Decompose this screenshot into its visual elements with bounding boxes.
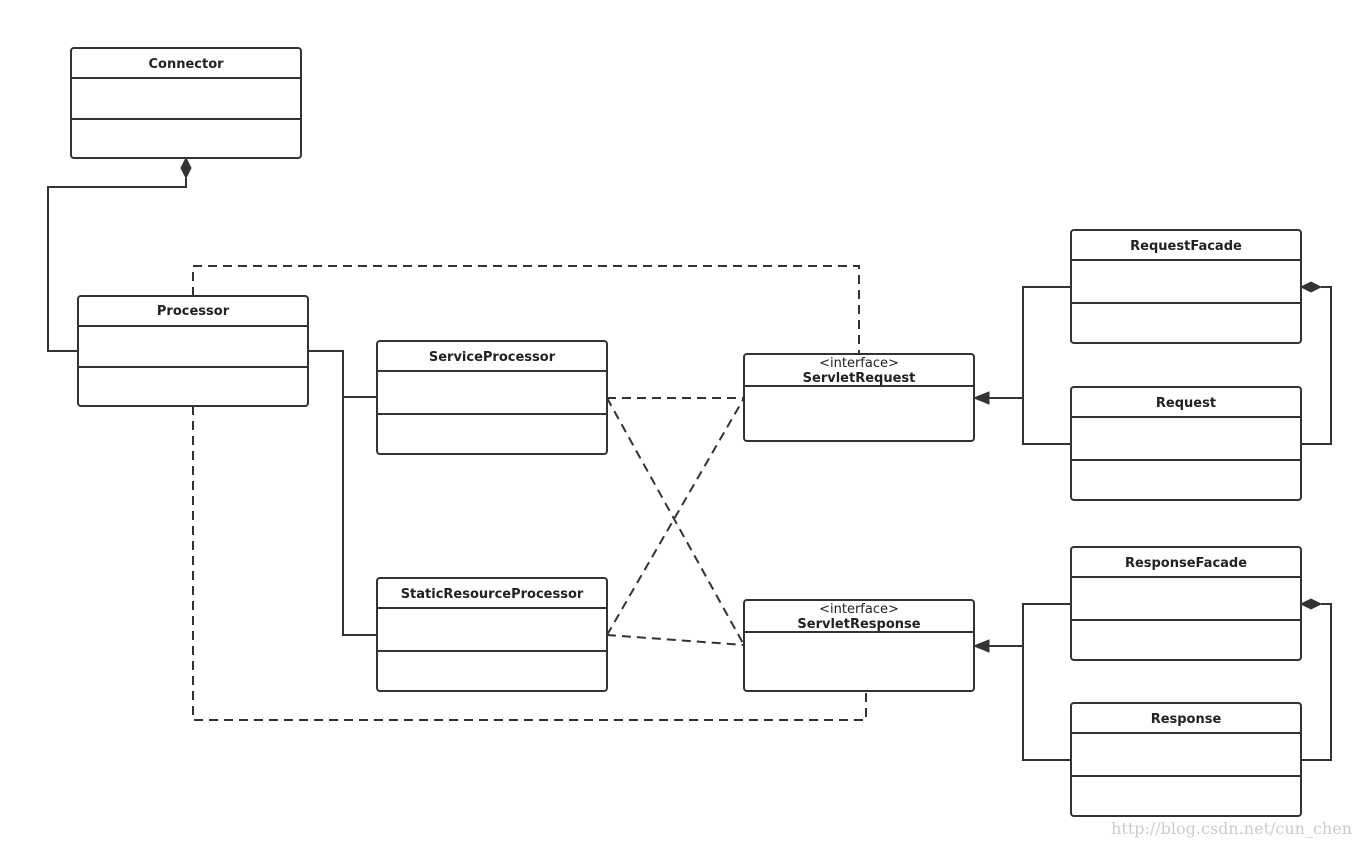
composition-connector-processor	[47, 178, 187, 352]
association-processor-staticresourceprocessor	[342, 397, 377, 636]
interface-servletrequest-stereotype: <interface>	[819, 356, 899, 371]
class-responsefacade[interactable]: ResponseFacade	[1070, 546, 1302, 661]
class-processor[interactable]: Processor	[77, 295, 309, 407]
dependency-serviceprocessor-servletresponse	[606, 397, 745, 646]
class-connector[interactable]: Connector	[70, 47, 302, 159]
interface-servletresponse-name: ServletResponse	[797, 617, 920, 632]
class-serviceprocessor[interactable]: ServiceProcessor	[376, 340, 608, 455]
class-staticresourceprocessor[interactable]: StaticResourceProcessor	[376, 577, 608, 692]
class-staticresourceprocessor-name: StaticResourceProcessor	[401, 587, 584, 602]
dependency-processor-servletresponse	[192, 406, 867, 721]
realization-requestfacade-servletrequest	[1022, 286, 1071, 445]
class-connector-name: Connector	[148, 57, 224, 72]
class-processor-name: Processor	[157, 304, 230, 319]
interface-servletresponse-stereotype: <interface>	[819, 602, 899, 617]
realization-responsefacade-servletresponse	[1022, 603, 1071, 761]
dependency-staticresourceprocessor-servletresponse	[606, 634, 745, 646]
composition-diamond-requestfacade	[1299, 281, 1323, 293]
composition-diamond-connector	[180, 156, 192, 180]
interface-servletrequest-name: ServletRequest	[803, 371, 916, 386]
composition-responsefacade-response	[1301, 603, 1332, 761]
association-processor-serviceprocessor	[308, 350, 377, 398]
interface-servletresponse[interactable]: <interface> ServletResponse	[743, 599, 975, 692]
class-request-name: Request	[1156, 396, 1216, 411]
dependency-staticresourceprocessor-servletrequest	[606, 397, 745, 636]
class-responsefacade-name: ResponseFacade	[1125, 556, 1247, 571]
class-requestfacade[interactable]: RequestFacade	[1070, 229, 1302, 344]
composition-requestfacade-request	[1301, 286, 1332, 445]
class-response[interactable]: Response	[1070, 702, 1302, 817]
interface-servletrequest[interactable]: <interface> ServletRequest	[743, 353, 975, 442]
connectors	[47, 156, 1332, 761]
class-response-name: Response	[1151, 712, 1222, 727]
arrowhead-servletresponse	[972, 639, 990, 653]
arrowhead-servletrequest	[972, 391, 990, 405]
composition-diamond-responsefacade	[1299, 598, 1323, 610]
class-request[interactable]: Request	[1070, 386, 1302, 501]
watermark: http://blog.csdn.net/cun_chen	[1111, 819, 1352, 838]
dependency-processor-servletrequest	[192, 265, 860, 354]
class-serviceprocessor-name: ServiceProcessor	[429, 350, 556, 365]
class-requestfacade-name: RequestFacade	[1130, 239, 1242, 254]
